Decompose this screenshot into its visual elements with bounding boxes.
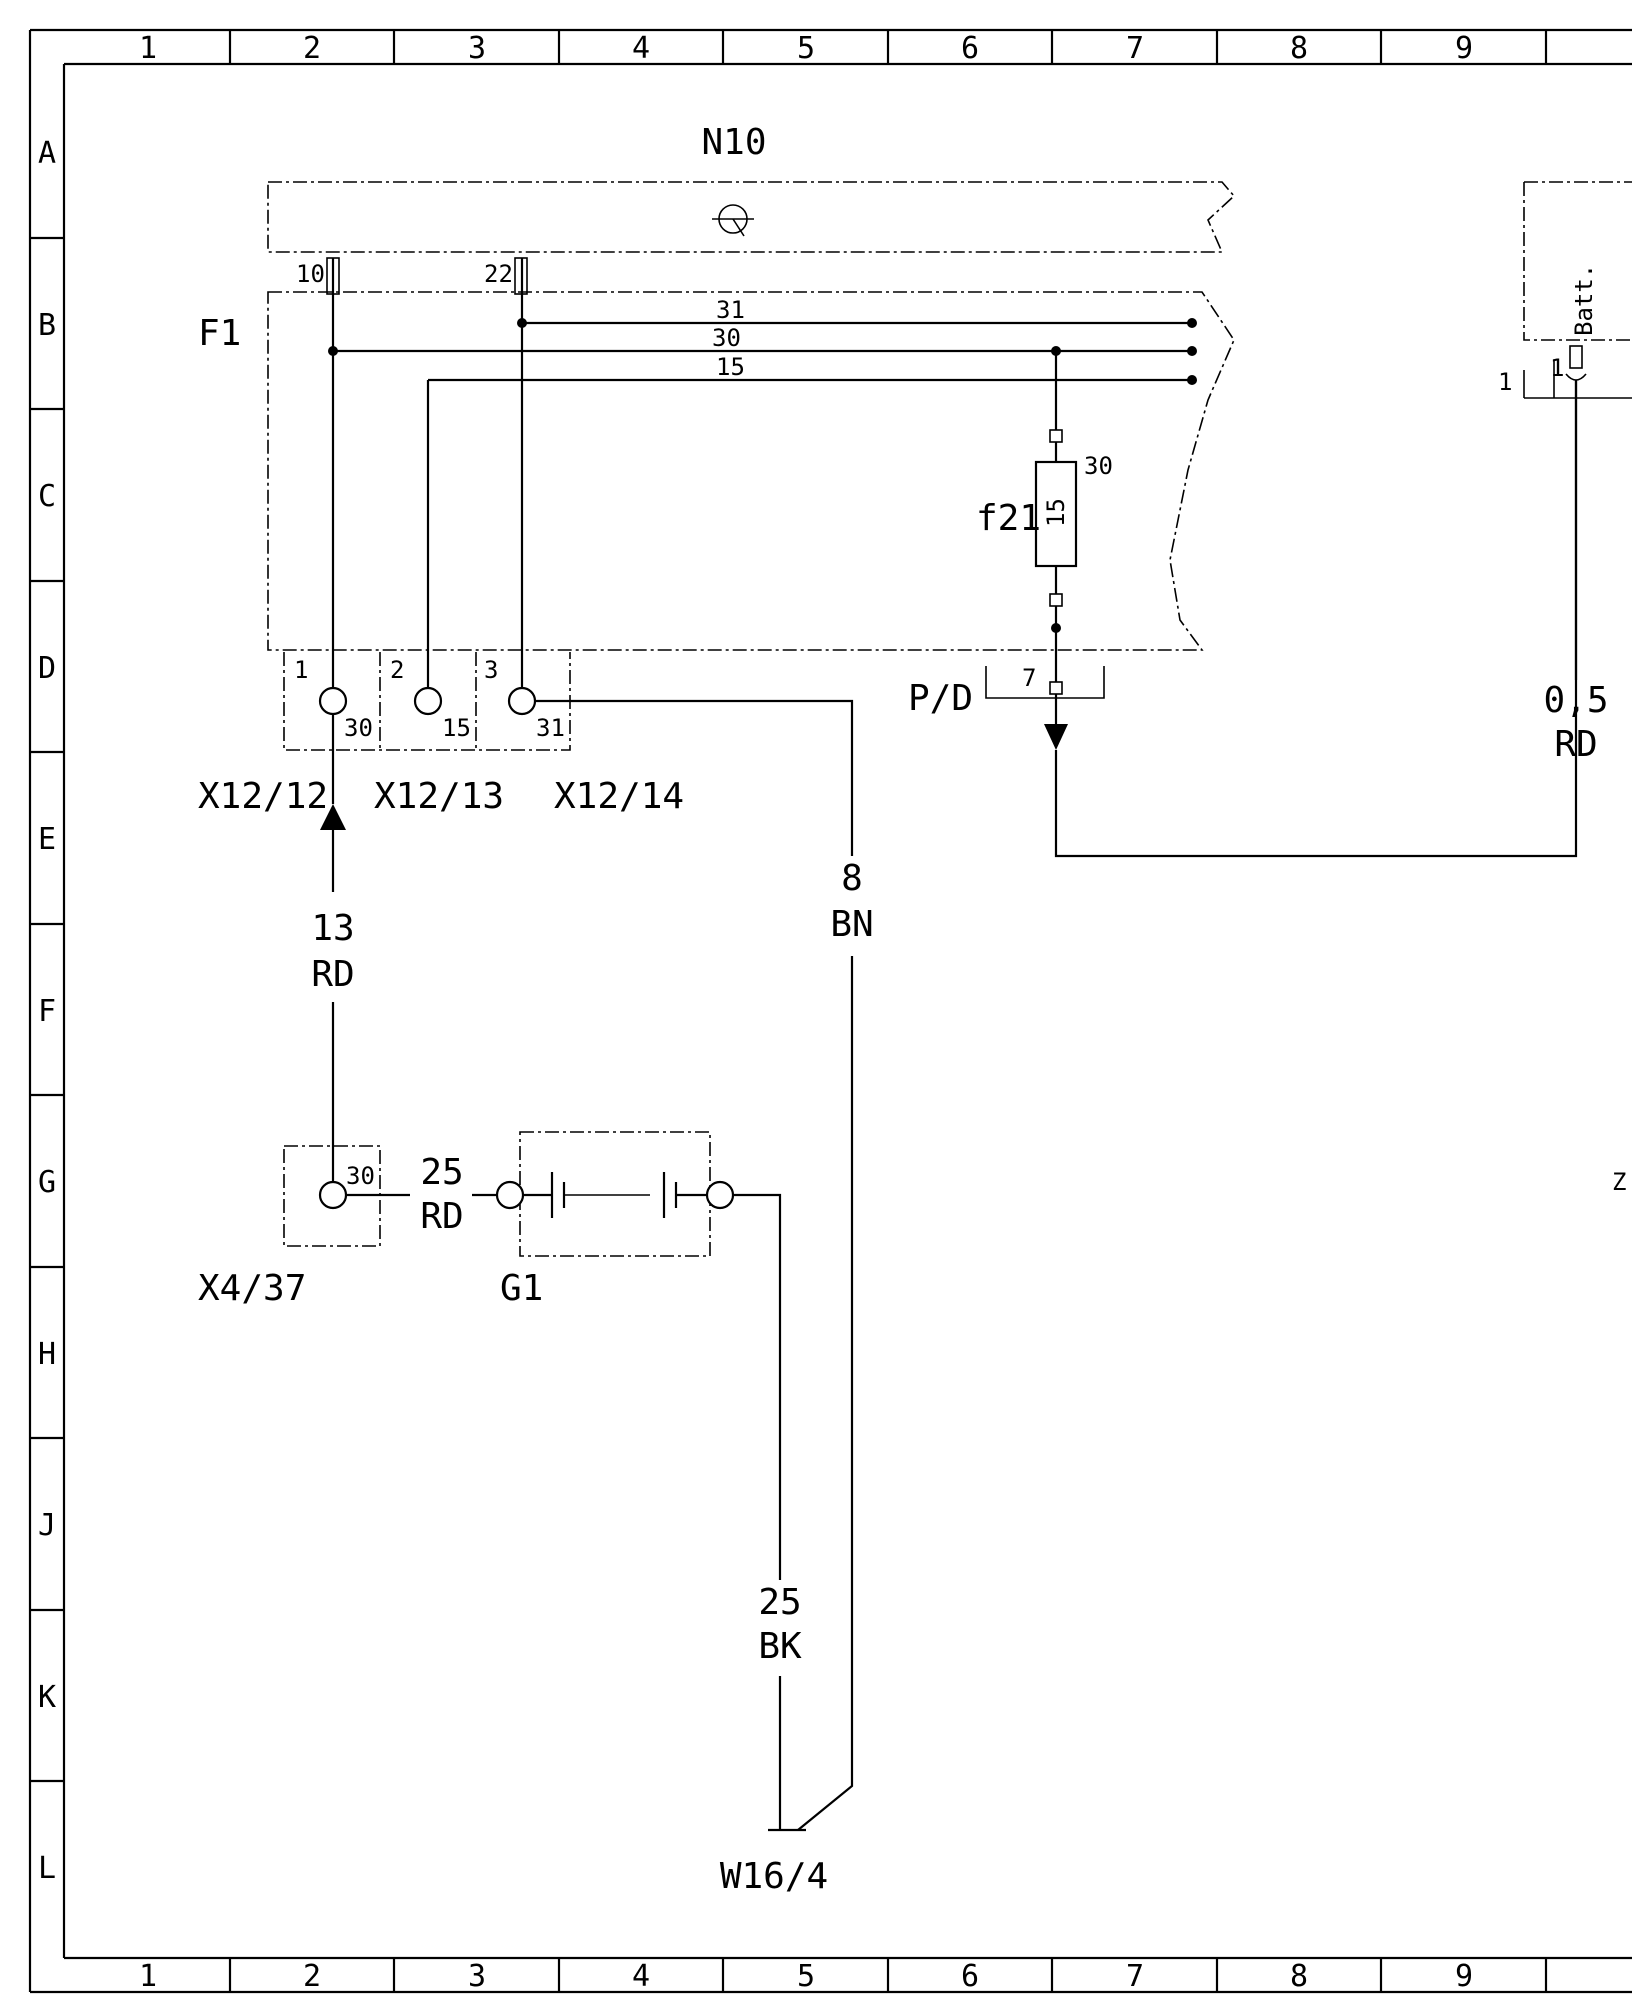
grid-row: K — [38, 1680, 56, 1715]
wire-25rd-size: 25 — [420, 1152, 463, 1193]
w16-4-label: W16/4 — [720, 1856, 828, 1897]
x12-13-term-label: 15 — [442, 714, 471, 742]
grid-row: L — [38, 1851, 56, 1886]
wire-8bn: 8 BN — [535, 699, 874, 1831]
pd-pin: 7 — [1022, 664, 1036, 692]
x12-14-term-label: 31 — [536, 714, 565, 742]
x12-connectors: 1 2 3 30 15 31 X12/12 X12/13 X12/14 — [198, 652, 684, 817]
edge-mark: Z — [1612, 1168, 1626, 1196]
grid-col-top: 6 — [961, 31, 979, 66]
batt-label: Batt. — [1570, 264, 1598, 336]
grid-row: G — [38, 1165, 56, 1200]
grid-row: F — [38, 994, 56, 1029]
grid-row: J — [38, 1508, 56, 1543]
arrow-up-icon — [320, 804, 346, 830]
wire-8bn-color: BN — [830, 904, 873, 945]
grid-col-top: 3 — [468, 31, 486, 66]
grid-col-bottom: 7 — [1126, 1959, 1144, 1994]
wire-25bk-color: BK — [758, 1626, 802, 1667]
n10-module: N10 — [267, 122, 1236, 253]
sheet-frame — [28, 28, 1632, 1994]
n10-label: N10 — [701, 122, 766, 163]
grid-columns-bottom: 1 2 3 4 5 6 7 8 9 — [139, 1959, 1473, 1994]
grid-col-bottom: 2 — [303, 1959, 321, 1994]
grid-col-bottom: 8 — [1290, 1959, 1308, 1994]
x4-37-label: X4/37 — [198, 1268, 306, 1309]
x12-14-pin: 3 — [484, 656, 498, 684]
x12-13-label: X12/13 — [374, 776, 504, 817]
x12-14-label: X12/14 — [554, 776, 684, 817]
grid-col-bottom: 6 — [961, 1959, 979, 1994]
wire-25bk-size: 25 — [758, 1582, 801, 1623]
wire-13rd-color: RD — [311, 954, 354, 995]
grid-col-top: 1 — [139, 31, 157, 66]
f21-rating: 15 — [1042, 498, 1070, 527]
x12-12-label: X12/12 — [198, 776, 328, 817]
x12-13-pin: 2 — [390, 656, 404, 684]
batt-pin-outer: 1 — [1498, 368, 1512, 396]
wire-05rd-color: RD — [1554, 724, 1597, 765]
f21-terminal: 30 — [1084, 452, 1113, 480]
x12-12-pin: 1 — [294, 656, 308, 684]
bus-label-15: 15 — [716, 353, 745, 381]
grid-col-bottom: 5 — [797, 1959, 815, 1994]
g1-battery: G1 — [495, 1131, 735, 1309]
grid-col-top: 7 — [1126, 31, 1144, 66]
pd-connector: 7 P/D — [908, 380, 1578, 858]
battery-module: Batt. 1 1 0,5 RD — [1498, 181, 1632, 765]
grid-row: A — [38, 136, 56, 171]
x12-12-term-label: 30 — [344, 714, 373, 742]
grid-col-bottom: 4 — [632, 1959, 650, 1994]
bus-label-30: 30 — [712, 324, 741, 352]
grid-row: B — [38, 308, 56, 343]
x4-37-connector: 30 X4/37 — [198, 1145, 381, 1309]
grid-rows: A B C D E F G H J K L — [38, 136, 56, 1886]
w16-4-ground: W16/4 — [720, 1828, 828, 1897]
x12-12-terminal — [318, 686, 348, 716]
n10-pin-22: 22 — [484, 260, 513, 288]
pd-label: P/D — [908, 678, 973, 719]
battery-cell-icon — [523, 1172, 707, 1218]
x12-13-terminal — [413, 686, 443, 716]
grid-row: E — [38, 822, 56, 857]
wire-25rd: 25 RD — [346, 1152, 497, 1237]
f21-label: f21 — [976, 498, 1041, 539]
bus-label-31: 31 — [716, 296, 745, 324]
wire-25bk: 25 BK — [733, 1193, 802, 1830]
wire-13rd: 13 RD — [311, 714, 355, 1182]
wire-05rd-size: 0,5 — [1543, 680, 1608, 721]
grid-col-top: 8 — [1290, 31, 1308, 66]
wire-13rd-size: 13 — [311, 908, 354, 949]
n10-pin-10: 10 — [296, 260, 325, 288]
g1-terminal-minus — [705, 1180, 735, 1210]
grid-columns-top: 1 2 3 4 5 6 7 8 9 — [139, 31, 1473, 66]
wire-8bn-size: 8 — [841, 858, 863, 899]
x4-37-term-label: 30 — [346, 1162, 375, 1190]
g1-terminal-plus — [495, 1180, 525, 1210]
grid-col-top: 4 — [632, 31, 650, 66]
f1-label: F1 — [198, 313, 241, 354]
f21-fuse: f21 15 30 — [976, 351, 1113, 682]
relay-symbol-icon — [712, 204, 754, 237]
grid-col-top: 5 — [797, 31, 815, 66]
grid-row: D — [38, 651, 56, 686]
grid-col-bottom: 1 — [139, 1959, 157, 1994]
grid-col-bottom: 9 — [1455, 1959, 1473, 1994]
arrow-down-icon — [1044, 724, 1068, 750]
grid-row: C — [38, 479, 56, 514]
grid-col-top: 9 — [1455, 31, 1473, 66]
grid-col-bottom: 3 — [468, 1959, 486, 1994]
grid-row: H — [38, 1337, 56, 1372]
grid-col-top: 2 — [303, 31, 321, 66]
x4-37-terminal — [318, 1180, 348, 1210]
batt-pin-1: 1 — [1550, 354, 1564, 382]
x12-14-terminal — [507, 686, 537, 716]
wire-25rd-color: RD — [420, 1196, 463, 1237]
f1-fusebox: F1 10 22 31 30 15 — [198, 257, 1235, 691]
g1-label: G1 — [500, 1268, 543, 1309]
